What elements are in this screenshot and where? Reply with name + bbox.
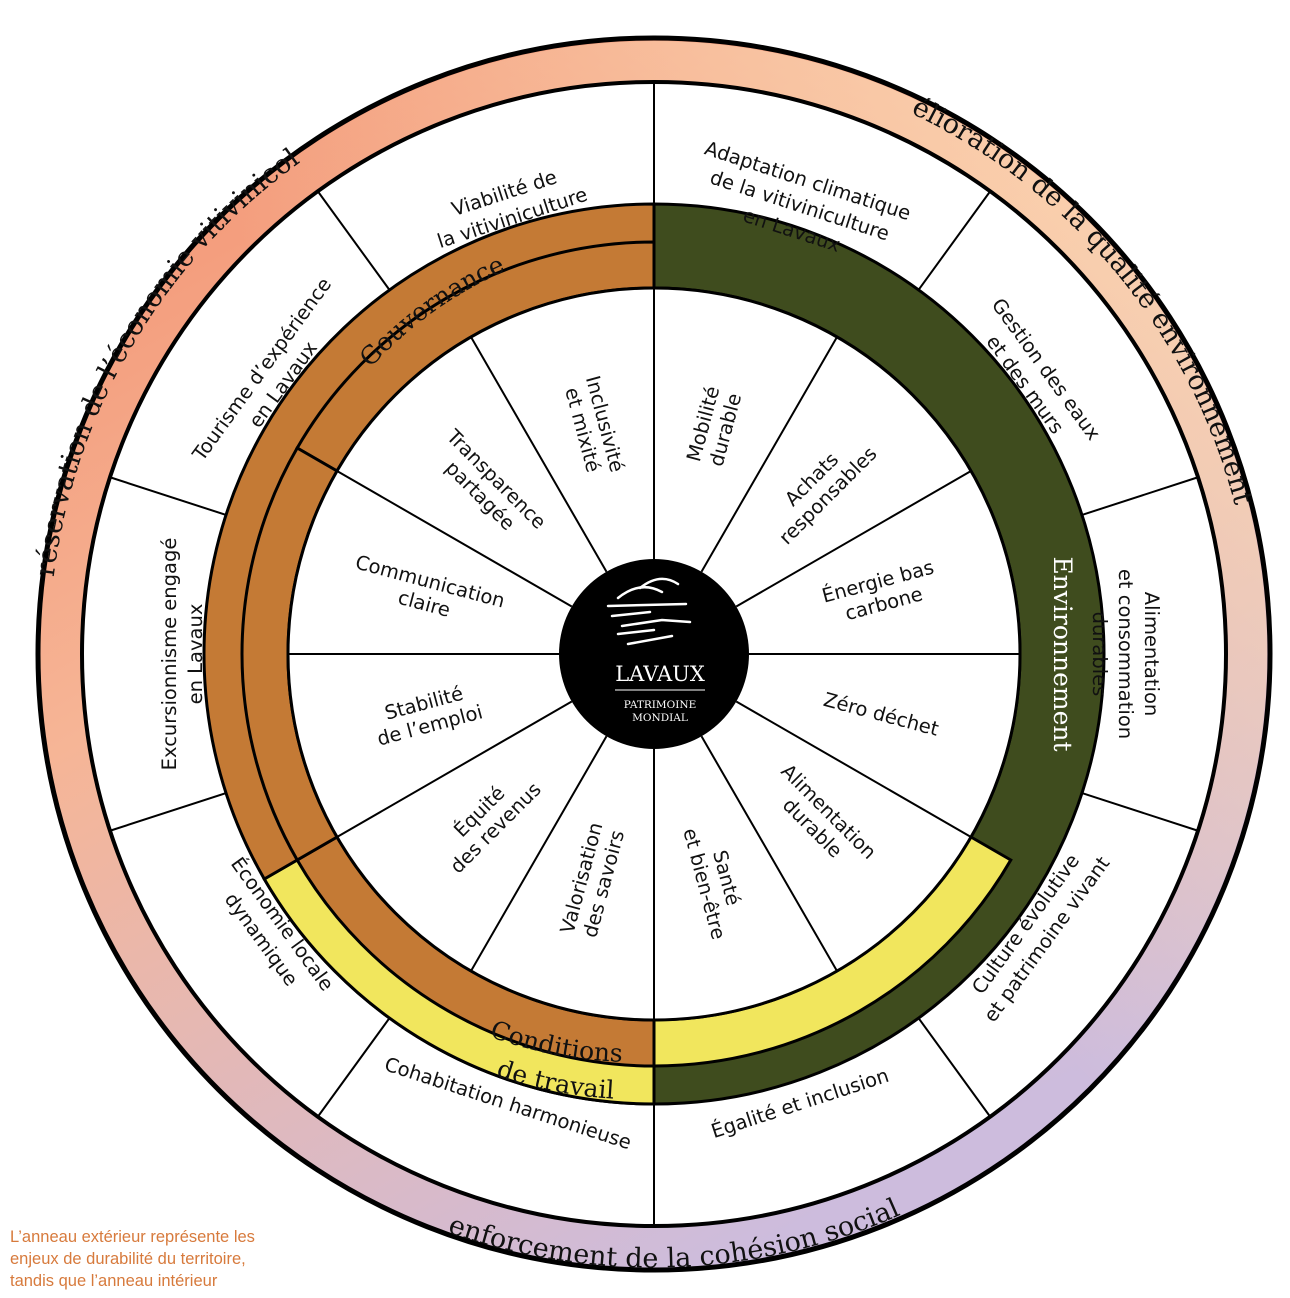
center-title: LAVAUX [615,662,705,686]
outer-segment-label-line: en Lavaux [184,604,207,705]
inner-divider [735,700,972,838]
lavaux-logo-icon [606,577,692,646]
footnote-line: L’anneau extérieur représente les [10,1228,255,1246]
inner-ring-label-environment: Environnement [1048,556,1077,751]
inner-divider [470,336,608,573]
inner-divider [470,735,608,972]
outer-segment-label-line: Alimentation [1140,592,1163,716]
outer-segment-label-line: durables [1088,612,1111,697]
inner-divider [700,735,838,972]
outer-segment-label-line: Excursionnisme engagé [158,538,181,771]
inner-divider [735,470,972,608]
center-badge: LAVAUX PATRIMOINE MONDIAL [559,559,749,749]
center-subtitle-line2: MONDIAL [632,712,688,724]
outer-segment-label-line: et consommation [1114,569,1137,739]
inner-divider [336,470,573,608]
inner-ring-group [202,202,1106,1106]
footnote: L’anneau extérieur représente les enjeux… [10,1226,310,1298]
inner-dividers [288,288,1020,1020]
inner-divider [336,700,573,838]
footnote-line: tandis que l’anneau intérieur [10,1272,218,1290]
center-subtitle-line1: PATRIMOINE [624,699,697,711]
center-circle [559,559,749,749]
inner-divider [700,336,838,573]
footnote-line: enjeux de durabilité du territoire, [10,1250,246,1268]
